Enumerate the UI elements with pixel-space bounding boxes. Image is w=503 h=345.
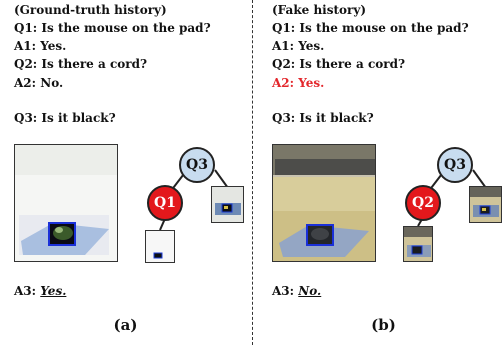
answer-3-prefix: A3: bbox=[272, 284, 299, 298]
question-3: Q3: Is it black? bbox=[14, 111, 116, 125]
answer-1: A1: Yes. bbox=[272, 39, 325, 53]
question-1: Q1: Is the mouse on the pad? bbox=[14, 21, 211, 35]
caption: (b) bbox=[371, 316, 396, 334]
child-attention-thumbnail bbox=[145, 230, 175, 263]
answer-3-value: Yes. bbox=[40, 284, 67, 298]
answer-3: A3: Yes. bbox=[14, 284, 66, 298]
question-1: Q1: Is the mouse on the pad? bbox=[272, 21, 469, 35]
tree-node-child: Q1 bbox=[147, 185, 183, 221]
panel-ground-truth: (Ground-truth history) Q1: Is the mouse … bbox=[0, 0, 251, 345]
child-attention-thumbnail bbox=[403, 226, 433, 262]
answer-2: A2: No. bbox=[14, 76, 64, 90]
history-title: (Ground-truth history) bbox=[14, 3, 167, 17]
history-title: (Fake history) bbox=[272, 3, 367, 17]
question-3: Q3: Is it black? bbox=[272, 111, 374, 125]
answer-3-value: No. bbox=[298, 284, 322, 298]
tree-node-child: Q2 bbox=[405, 185, 441, 221]
question-2: Q2: Is there a cord? bbox=[14, 57, 148, 71]
answer-1: A1: Yes. bbox=[14, 39, 67, 53]
answer-3-prefix: A3: bbox=[14, 284, 41, 298]
answer-3: A3: No. bbox=[272, 284, 321, 298]
tree-node-root: Q3 bbox=[437, 147, 473, 183]
answer-2-fake: A2: Yes. bbox=[272, 76, 325, 90]
root-attention-thumbnail bbox=[469, 186, 502, 223]
caption: (a) bbox=[113, 316, 138, 334]
root-attention-thumbnail bbox=[211, 186, 244, 223]
question-2: Q2: Is there a cord? bbox=[272, 57, 406, 71]
attention-image bbox=[14, 144, 118, 262]
attention-image bbox=[272, 144, 376, 262]
panel-divider bbox=[252, 0, 253, 345]
tree-node-root: Q3 bbox=[179, 147, 215, 183]
panel-fake-history: (Fake history) Q1: Is the mouse on the p… bbox=[258, 0, 503, 345]
